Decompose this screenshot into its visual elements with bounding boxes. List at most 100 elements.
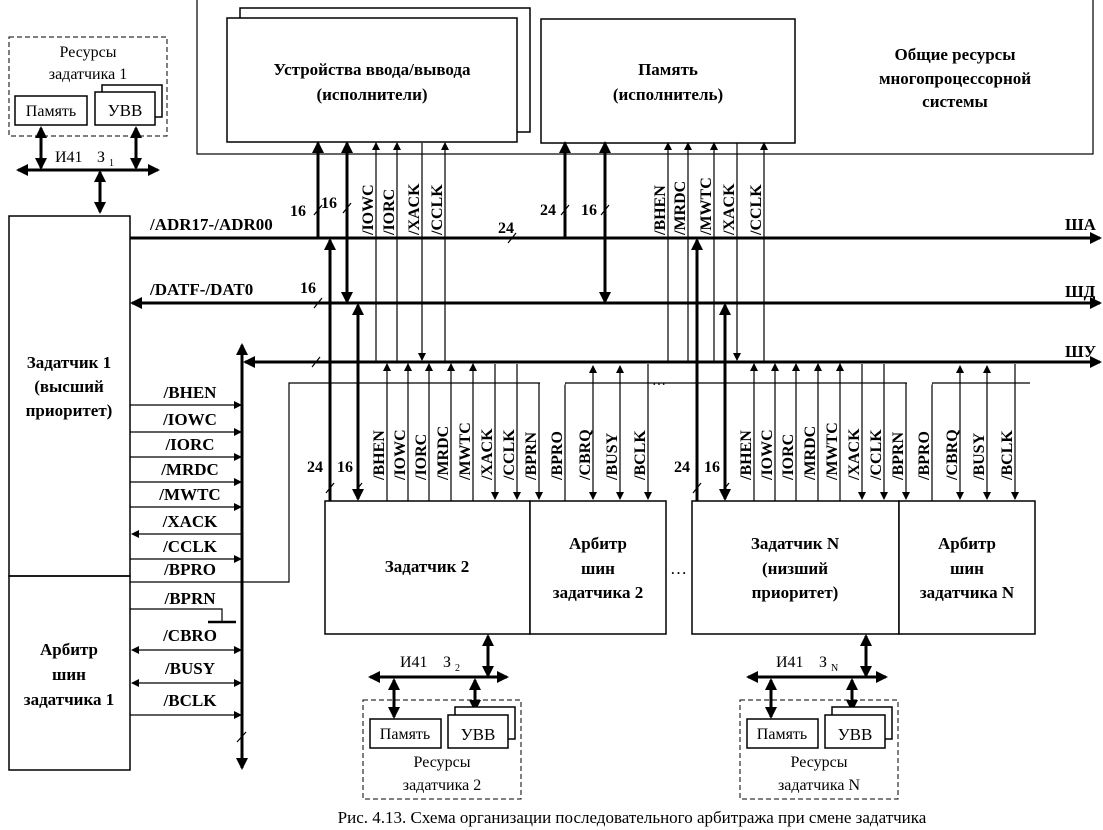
memory-address-width: 24 xyxy=(540,202,556,219)
master1-signal-iowc: /IOWC xyxy=(162,410,217,429)
m1-io-label: УВВ xyxy=(108,101,143,120)
arbiter2-sub1: шин xyxy=(581,559,615,578)
shared-resources-box: Устройства ввода/вывода (исполнители) Па… xyxy=(196,0,1094,155)
m1-res-title2: задатчика 1 xyxy=(49,66,127,83)
data-bus-label: ШД xyxy=(1065,282,1096,301)
memory-title: Память xyxy=(638,60,698,79)
m2-memory-label: Память xyxy=(380,726,430,743)
memory-signal-label-mwtc: /MWTC xyxy=(698,177,715,236)
master1-signal-bpro: /BPRO xyxy=(163,560,216,579)
bus-width-slash xyxy=(353,482,363,494)
mN-memory-label: Память xyxy=(757,726,807,743)
arbiterN-sub1: шин xyxy=(950,559,984,578)
io-signal-label-xack: /XACK xyxy=(406,183,423,236)
master2-title: Задатчик 2 xyxy=(385,557,469,576)
master1-signal-bprn: /BPRN xyxy=(164,589,217,608)
m1-bus-label: И41 xyxy=(55,149,83,166)
io-address-width: 16 xyxy=(290,203,306,220)
arbiter1-title: Арбитр xyxy=(40,640,98,659)
memory-signal-label-cclk: /CCLK xyxy=(748,184,765,236)
io-devices-box xyxy=(226,17,518,143)
masterN-signal-label-cclk: /CCLK xyxy=(868,429,885,481)
master2-signal-label-mrdc: /MRDC xyxy=(435,426,452,481)
master1-signal-cclk: /CCLK xyxy=(162,537,218,556)
m2-io-label: УВВ xyxy=(461,725,496,744)
arbiter1-sub2: задатчика 1 xyxy=(24,690,115,709)
master1-signal-iorc: /IORC xyxy=(164,435,214,454)
memory-signal-label-xack: /XACK xyxy=(721,183,738,236)
masterN-resources: И41 З N Память УВВ Ресурсы задатчика N xyxy=(739,634,899,800)
bus-width-slash xyxy=(313,204,323,216)
bus-width-slash xyxy=(325,482,335,494)
m2-res-title1: Ресурсы xyxy=(414,754,471,771)
masterN-signal-label-bprn: /BPRN xyxy=(890,432,907,481)
bus-width-slash xyxy=(600,204,610,216)
memory-data-width: 16 xyxy=(581,202,597,219)
master2-signal-label-bpro: /BPRO xyxy=(549,431,566,481)
master2-address-width: 24 xyxy=(307,459,323,476)
master2-signal-label-busy: /BUSY xyxy=(604,432,621,481)
m2-bus-label: И41 xyxy=(400,654,428,671)
bpro-chain-line xyxy=(130,382,1030,583)
arbiterN-sub2: задатчика N xyxy=(920,583,1015,602)
m1-bus-z-sub: 1 xyxy=(109,158,114,169)
address-bus-width: 24 xyxy=(498,220,514,237)
m2-bus-z-sub: 2 xyxy=(455,663,460,674)
masterN-signal-label-iorc: /IORC xyxy=(780,434,797,481)
master1-resources: Ресурсы задатчика 1 Память УВВ И41 З 1 xyxy=(8,36,168,214)
m1-memory-label: Память xyxy=(26,103,76,120)
ellipsis-between-masters: … xyxy=(670,559,687,578)
master2-signal-label-iowc: /IOWC xyxy=(392,429,409,481)
master1-signal-mwtc: /MWTC xyxy=(158,485,220,504)
masterN-signal-label-bhen: /BHEN xyxy=(738,430,755,481)
mN-io-label: УВВ xyxy=(838,725,873,744)
control-bus: ШУ xyxy=(243,342,1102,368)
bprn-line xyxy=(130,608,223,622)
figure-caption: Рис. 4.13. Схема организации последовате… xyxy=(338,808,927,827)
arbiter2-title: Арбитр xyxy=(569,534,627,553)
masterN-signal-label-mrdc: /MRDC xyxy=(802,426,819,481)
masterN-address-width: 24 xyxy=(674,459,690,476)
master2-signal-label-bclk: /BCLK xyxy=(632,430,649,481)
master1-signal-lines: /BHEN/IOWC/IORC/MRDC/MWTC/XACK/CCLK/BPRO… xyxy=(130,383,242,719)
mN-bus-z-sub: N xyxy=(831,663,838,674)
masterN-signal-label-cbrq: /CBRQ xyxy=(944,429,961,481)
memory-signal-label-mrdc: /MRDC xyxy=(672,181,689,236)
io-data-width: 16 xyxy=(321,195,337,212)
masterN-signal-label-xack: /XACK xyxy=(846,428,863,481)
data-bus-signal: /DATF-/DAT0 xyxy=(149,280,253,299)
mN-res-title1: Ресурсы xyxy=(791,754,848,771)
address-bus-label: ША xyxy=(1065,215,1097,234)
master2-signal-label-cbrq: /CBRQ xyxy=(577,429,594,481)
master2-box: Задатчик 2 Арбитр шин задатчика 2 xyxy=(324,500,667,635)
masterN-signal-label-mwtc: /MWTC xyxy=(824,422,841,481)
data-bus-width: 16 xyxy=(300,280,316,297)
master1-sub1: (высший xyxy=(34,377,104,396)
master1-signal-bhen: /BHEN xyxy=(163,383,218,402)
master2-signal-label-iorc: /IORC xyxy=(413,434,430,481)
memory-subtitle: (исполнитель) xyxy=(613,85,723,104)
master2-resources: И41 З 2 Память УВВ Ресурсы задатчика 2 xyxy=(362,634,522,800)
bus-width-slash xyxy=(342,202,352,214)
m1-bus-z: З xyxy=(97,149,105,166)
io-devices-subtitle: (исполнители) xyxy=(316,85,427,104)
control-bus-label: ШУ xyxy=(1065,342,1097,361)
shared-title-line2: многопроцессорной xyxy=(879,69,1031,88)
io-devices-title: Устройства ввода/вывода xyxy=(273,60,471,79)
master1-box: Задатчик 1 (высший приоритет) Арбитр шин… xyxy=(8,215,131,771)
mN-bus-z: З xyxy=(819,654,827,671)
address-bus: /ADR17-/ADR00 ША 24 xyxy=(130,215,1102,244)
master1-sub2: приоритет) xyxy=(26,401,113,420)
masterN-signal-label-iowc: /IOWC xyxy=(759,429,776,481)
address-bus-signal: /ADR17-/ADR00 xyxy=(149,215,273,234)
master2-signal-label-cclk: /CCLK xyxy=(501,429,518,481)
master2-signal-label-mwtc: /MWTC xyxy=(457,422,474,481)
master1-signal-busy: /BUSY xyxy=(164,659,215,678)
memory-signal-label-bhen: /BHEN xyxy=(652,185,669,236)
master1-signal-cbro: /CBRO xyxy=(162,626,217,645)
masterN-signal-label-bpro: /BPRO xyxy=(916,431,933,481)
masterN-title: Задатчик N xyxy=(751,534,840,553)
master1-title: Задатчик 1 xyxy=(27,353,111,372)
